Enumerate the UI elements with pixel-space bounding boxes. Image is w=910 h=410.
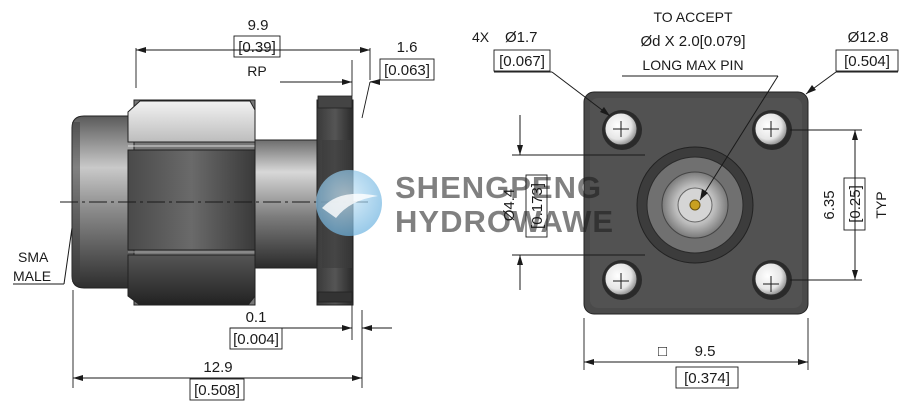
bore-dia-dimension: Ø4.4 [0.173] [501, 115, 645, 290]
width-dimension: □ 9.5 [0.374] [583, 318, 809, 389]
dimension-flange: 1.6 [0.063] [280, 39, 435, 119]
corner-dia-callout: Ø12.8 [0.504] [805, 29, 899, 95]
hole-spacing-mm: 6.35 [821, 190, 838, 219]
bore-dia-mm: Ø4.4 [501, 189, 518, 222]
hole-spacing-note: TYP [873, 191, 889, 218]
pin-note-line1: TO ACCEPT [653, 9, 733, 25]
dim-gap-in: [0.004] [233, 331, 279, 348]
bore-dia-in: [0.173] [529, 183, 546, 229]
dimension-total: 12.9 [0.508] [72, 290, 363, 401]
mounting-hole-bl [602, 260, 642, 300]
dim-total-in: [0.508] [194, 382, 240, 399]
dimension-length: 9.9 [0.39] RP [135, 17, 371, 88]
hex-nut [127, 99, 256, 306]
pin-note: TO ACCEPT Ød X 2.0[0.079] LONG MAX PIN [622, 9, 779, 201]
mounting-hole-tr [752, 110, 792, 150]
pin-note-line3: LONG MAX PIN [642, 57, 743, 73]
corner-dia-mm: Ø12.8 [848, 29, 889, 46]
dim-length-note: RP [247, 63, 266, 79]
connector-label-line1: SMA [18, 249, 49, 265]
hole-spacing-in: [0.25] [847, 185, 864, 223]
width-in: [0.374] [684, 370, 730, 387]
corner-dia-in: [0.504] [844, 53, 890, 70]
center-pin [689, 199, 701, 211]
watermark-line2: HYDROWAWE [395, 204, 614, 239]
watermark-line1: SHENGPENG [395, 170, 602, 205]
holes-label: 4X [472, 29, 490, 45]
dim-length-mm: 9.9 [248, 17, 269, 34]
mounting-hole-tl [602, 110, 642, 150]
mounting-hole-br [752, 260, 792, 300]
connector-label-line2: MALE [13, 268, 51, 284]
hole-spacing-dimension: 6.35 [0.25] TYP [790, 129, 889, 281]
dim-gap-mm: 0.1 [246, 309, 267, 326]
dimension-gap: 0.1 [0.004] [229, 305, 392, 350]
side-view: 9.9 [0.39] RP 1.6 [0.063] 0.1 [13, 17, 435, 401]
holes-dia-in: [0.067] [499, 53, 545, 70]
connector-label: SMA MALE [13, 227, 73, 285]
dim-flange-in: [0.063] [384, 62, 430, 79]
holes-dia-mm: Ø1.7 [505, 29, 538, 46]
front-view: SHENGPENG HYDROWAWE 4X Ø1.7 [0.067] TO A… [316, 9, 899, 389]
dim-length-in: [0.39] [238, 39, 276, 56]
dim-flange-mm: 1.6 [397, 39, 418, 56]
width-mm: 9.5 [695, 343, 716, 360]
holes-callout: 4X Ø1.7 [0.067] [472, 29, 611, 117]
watermark: SHENGPENG HYDROWAWE [316, 170, 614, 239]
center-bore [636, 146, 754, 264]
square-symbol: □ [658, 343, 667, 360]
pin-note-line2: Ød X 2.0[0.079] [640, 33, 745, 50]
body-sleeve [254, 139, 318, 269]
dim-total-mm: 12.9 [203, 359, 232, 376]
